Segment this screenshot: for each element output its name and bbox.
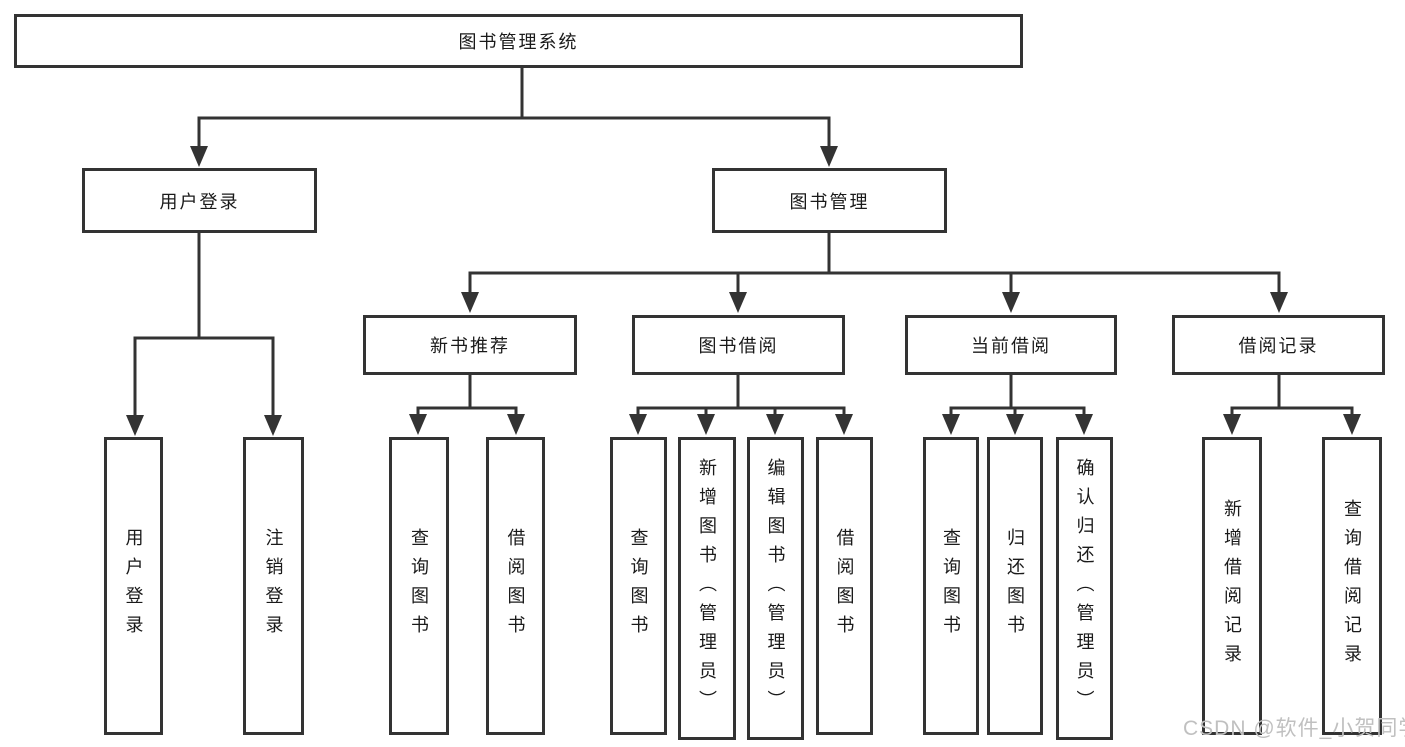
leaf-query-borrow-record: 查询借阅记录 (1322, 437, 1382, 735)
leaf-label: 编辑图书（管理员） (765, 458, 786, 719)
leaf-label: 新增借阅记录 (1222, 499, 1242, 673)
leaf-edit-books-admin: 编辑图书（管理员） (747, 437, 804, 740)
leaf-label: 借阅图书 (505, 528, 526, 644)
node-current-borrow: 当前借阅 (905, 315, 1117, 375)
node-book-borrow: 图书借阅 (632, 315, 845, 375)
leaf-logout: 注销登录 (243, 437, 304, 735)
leaf-confirm-return-admin: 确认归还（管理员） (1056, 437, 1113, 740)
node-root: 图书管理系统 (14, 14, 1023, 68)
leaf-label: 归还图书 (1005, 528, 1025, 644)
leaf-label: 查询图书 (409, 528, 429, 644)
leaf-user-login: 用户登录 (104, 437, 163, 735)
leaf-label: 查询借阅记录 (1342, 499, 1362, 673)
leaf-label: 查询图书 (628, 528, 649, 644)
node-book-management: 图书管理 (712, 168, 947, 233)
leaf-add-books-admin: 新增图书（管理员） (678, 437, 736, 740)
node-borrow-records: 借阅记录 (1172, 315, 1385, 375)
leaf-label: 新增图书（管理员） (697, 458, 717, 719)
leaf-label: 查询图书 (941, 528, 961, 644)
leaf-label: 确认归还（管理员） (1074, 458, 1095, 719)
leaf-borrow-books: 借阅图书 (816, 437, 873, 735)
leaf-label: 借阅图书 (834, 528, 855, 644)
leaf-add-borrow-record: 新增借阅记录 (1202, 437, 1262, 735)
leaf-return-books: 归还图书 (987, 437, 1043, 735)
leaf-query-books-recommend: 查询图书 (389, 437, 449, 735)
node-new-book-recommend: 新书推荐 (363, 315, 577, 375)
leaf-borrow-books-recommend: 借阅图书 (486, 437, 545, 735)
leaf-query-books-borrow: 查询图书 (610, 437, 667, 735)
csdn-watermark: CSDN @软件_小贺同学 (1183, 717, 1405, 740)
leaf-query-books-current: 查询图书 (923, 437, 979, 735)
leaf-label: 用户登录 (123, 528, 144, 644)
leaf-label: 注销登录 (263, 528, 284, 644)
node-user-login: 用户登录 (82, 168, 317, 233)
